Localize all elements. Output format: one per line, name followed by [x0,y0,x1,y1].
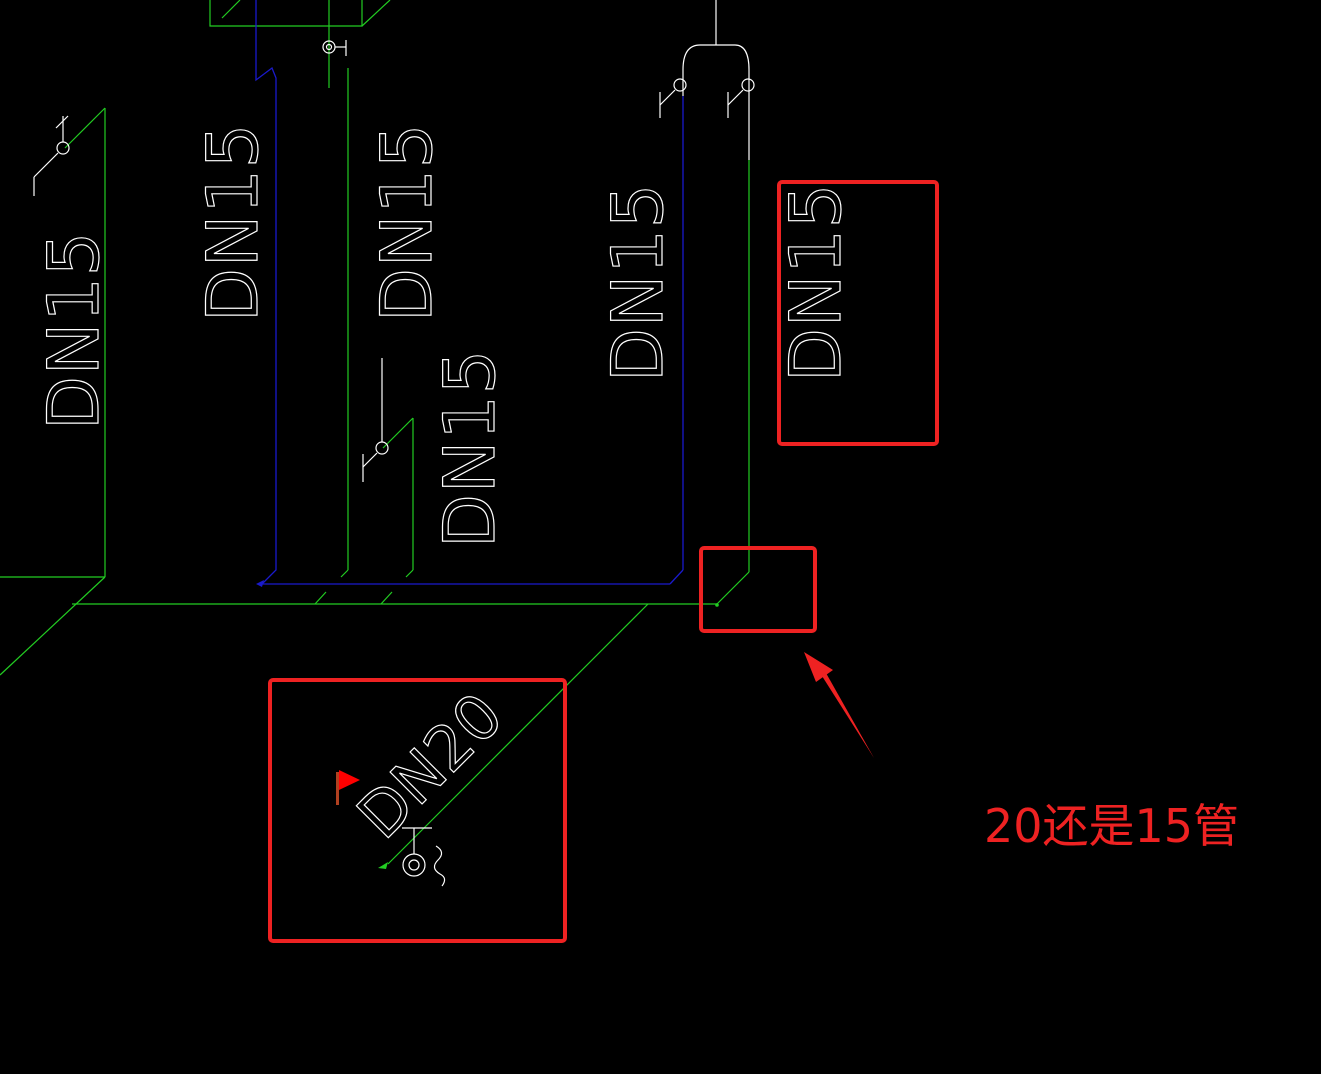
green-pipe-dn20-diagonal [387,603,649,865]
endpoint-markers [256,580,719,869]
arrow-shaft [822,673,874,758]
label-dn15-blue-riser: DN15 [192,123,274,322]
green-endpoint-dot [715,603,719,607]
highlight-box-junction[interactable] [699,546,817,633]
green-pipe-left-diagonal [0,576,106,676]
green-pipe-top-diagonal [361,0,391,27]
valve-circle-left-riser [56,141,70,155]
green-pipe-riser-413-foot [405,569,414,578]
valve-dn20-curl [433,845,446,887]
highlight-box-dn15[interactable] [777,180,939,446]
valve-circle-top-middle-inner [325,43,333,51]
green-pipe-right-corner [716,571,750,605]
valve-left-riser-diag [33,152,59,178]
valve-circle-dn20-inner [408,859,420,871]
valve-circle-dn20-outer [402,853,426,877]
label-dn15-right-boxed: DN15 [775,183,857,382]
green-pipe-left-riser-top [64,107,106,149]
arrow-head [804,652,833,682]
blue-pipe-network [255,0,684,585]
manifold-arc [682,44,750,71]
blue-endpoint-marker [256,580,264,587]
valve-circle-left [673,78,687,92]
label-dn20: DN20 [343,679,517,853]
annotation-arrow-icon [804,652,874,758]
valve-middle-lower-diag [362,452,378,468]
label-dn15-middle-riser: DN15 [366,123,448,322]
blue-pipe-right-corner [669,569,684,585]
valve-left-riser-tick-top [55,115,69,129]
valve-right-diag [727,89,744,106]
green-dn20-endpoint-marker [378,862,388,869]
valve-left-diag [659,89,676,106]
green-pipe-tick-1 [314,591,327,605]
annotation-question-text: 20还是15管 [984,799,1239,853]
valve-symbols [33,0,755,887]
label-dn15-right-blue: DN15 [597,183,679,382]
label-dn15-left: DN15 [33,231,115,430]
flag-cloth [339,770,360,790]
valve-circle-right [741,78,755,92]
flag-pole [336,772,339,805]
blue-pipe-left-riser [255,0,277,585]
pipe-size-labels: DN15 DN15 DN15 DN15 DN15 DN15 DN20 [32,122,857,853]
green-pipe-riser-413-top [382,417,414,449]
label-dn15-lower-riser: DN15 [429,349,511,548]
green-pipe-middle-riser-foot [340,569,349,578]
green-pipe-top-diagonal-2 [221,0,241,19]
green-pipe-top-box [209,0,363,27]
green-pipe-tick-2 [380,591,393,605]
flag-icon [336,770,360,805]
highlight-box-dn20[interactable] [268,678,567,943]
review-annotations [268,180,939,943]
valve-circle-middle-lower [375,441,389,455]
